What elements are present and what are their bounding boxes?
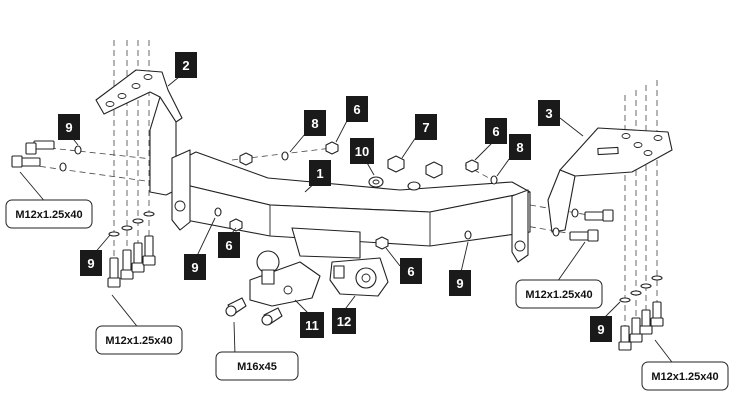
right-horizontal-bolts xyxy=(552,208,614,242)
svg-text:M12x1.25x40: M12x1.25x40 xyxy=(105,335,172,347)
callout-left-upper: M12x1.25x40 xyxy=(5,199,93,229)
tow-ball-mount xyxy=(249,227,361,307)
bolt-callouts: M12x1.25x40 M12x1.25x40 M12x1.25x40 M12x… xyxy=(5,199,729,391)
svg-text:9: 9 xyxy=(456,276,463,291)
svg-text:7: 7 xyxy=(422,120,429,135)
left-horizontal-bolts xyxy=(11,140,82,172)
part-number-tags: 2 3 1 6 8 7 10 6 8 9 9 9 6 6 9 9 11 12 xyxy=(58,52,612,342)
svg-text:6: 6 xyxy=(353,102,360,117)
svg-text:12: 12 xyxy=(337,314,351,329)
svg-text:M12x1.25x40: M12x1.25x40 xyxy=(651,371,718,383)
tag-part-8-b: 8 xyxy=(509,134,531,160)
svg-text:2: 2 xyxy=(182,58,189,73)
svg-text:10: 10 xyxy=(355,144,369,159)
svg-text:9: 9 xyxy=(87,256,94,271)
left-vertical-bolts xyxy=(107,211,156,288)
svg-text:1: 1 xyxy=(316,166,323,181)
svg-text:11: 11 xyxy=(305,318,319,333)
svg-text:M12x1.25x40: M12x1.25x40 xyxy=(525,289,592,301)
svg-text:6: 6 xyxy=(225,238,232,253)
tag-part-6-d: 6 xyxy=(400,258,422,284)
ball-bolts xyxy=(225,297,283,326)
tag-part-7: 7 xyxy=(415,114,437,140)
tag-part-9-d: 9 xyxy=(449,270,471,296)
svg-text:9: 9 xyxy=(597,322,604,337)
svg-text:6: 6 xyxy=(407,264,414,279)
nuts-washers xyxy=(214,141,498,250)
tag-part-6-b: 6 xyxy=(485,118,507,144)
tag-part-6-a: 6 xyxy=(346,96,368,122)
tag-part-9-b: 9 xyxy=(80,250,102,276)
svg-text:9: 9 xyxy=(65,120,72,135)
svg-text:8: 8 xyxy=(311,116,318,131)
right-vertical-bolts xyxy=(618,275,664,351)
socket-plate xyxy=(329,257,389,297)
tag-part-2: 2 xyxy=(175,52,197,78)
svg-text:6: 6 xyxy=(492,124,499,139)
tag-part-10: 10 xyxy=(350,138,374,164)
right-bracket xyxy=(547,127,673,233)
callout-right-upper: M12x1.25x40 xyxy=(515,279,603,309)
main-crossbeam xyxy=(171,149,531,263)
tag-part-6-c: 6 xyxy=(218,232,240,258)
callout-right-lower: M12x1.25x40 xyxy=(641,361,729,391)
tag-part-9-e: 9 xyxy=(590,316,612,342)
tag-part-3: 3 xyxy=(538,100,560,126)
svg-text:8: 8 xyxy=(516,140,523,155)
svg-text:M12x1.25x40: M12x1.25x40 xyxy=(15,209,82,221)
svg-text:9: 9 xyxy=(191,260,198,275)
left-bracket xyxy=(95,69,183,196)
svg-text:3: 3 xyxy=(545,106,552,121)
tag-part-1: 1 xyxy=(309,160,331,186)
tag-part-8-a: 8 xyxy=(304,110,326,136)
tag-part-11: 11 xyxy=(300,312,324,338)
svg-text:M16x45: M16x45 xyxy=(237,361,277,373)
tag-part-9-c: 9 xyxy=(184,254,206,280)
callout-ball-bolt: M16x45 xyxy=(215,351,299,381)
tag-part-9-a: 9 xyxy=(58,114,80,140)
callout-left-lower: M12x1.25x40 xyxy=(95,325,183,355)
tag-part-12: 12 xyxy=(332,308,356,334)
right-axis-lines xyxy=(624,80,658,350)
